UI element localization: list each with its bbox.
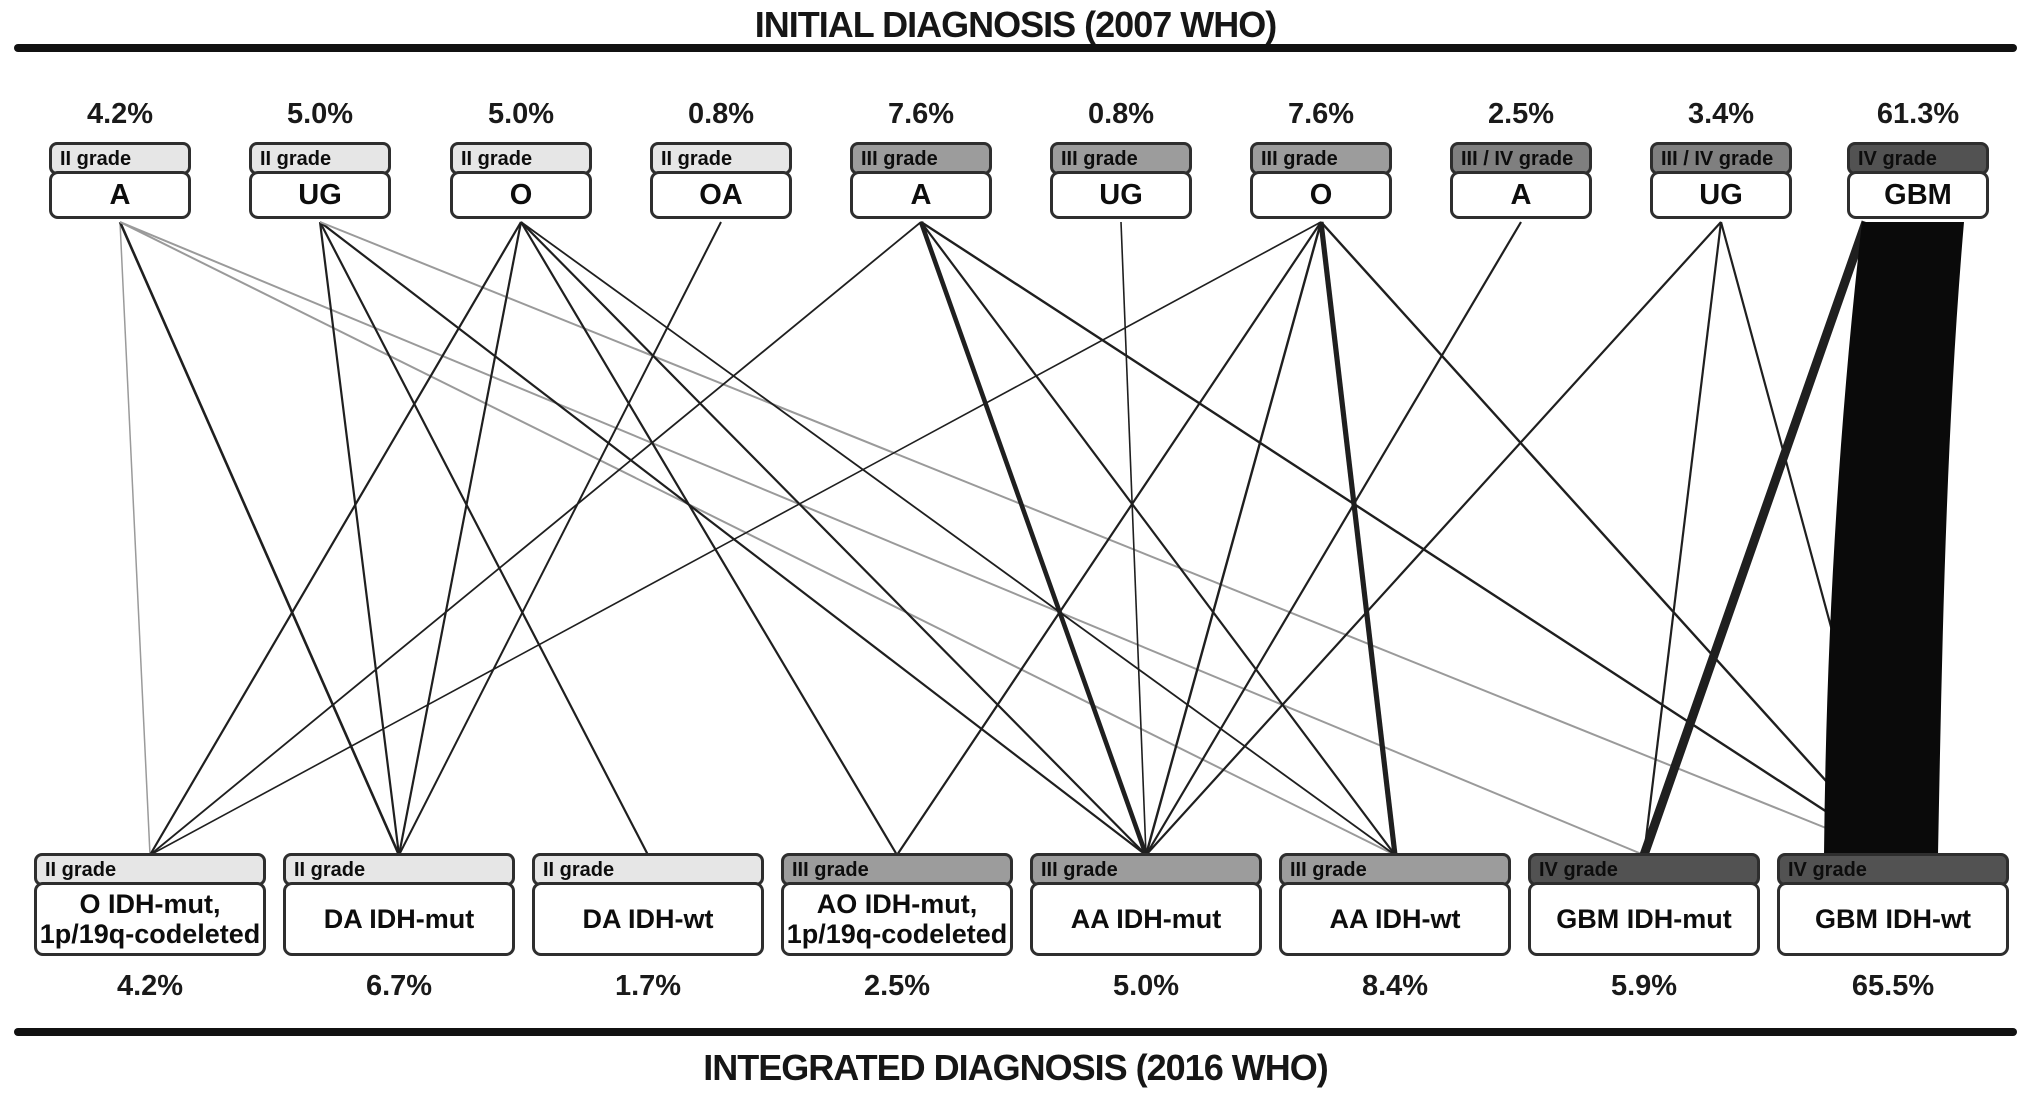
flow-line-7 xyxy=(319,221,1894,856)
bottom-axis-title: INTEGRATED DIAGNOSIS (2016 WHO) xyxy=(703,1047,1328,1088)
flow-line-12 xyxy=(520,221,1396,856)
flow-line-0 xyxy=(119,221,151,856)
flow-line-13 xyxy=(398,221,722,856)
flow-line-19 xyxy=(149,221,1322,856)
flow-line-11 xyxy=(520,221,1147,856)
flow-line-16 xyxy=(920,221,1396,856)
flow-line-15 xyxy=(918,221,1149,856)
bottom-divider-rule xyxy=(14,1028,2017,1036)
flow-line-18 xyxy=(1120,221,1147,856)
flow-line-9 xyxy=(397,221,523,856)
flow-line-5 xyxy=(319,221,649,856)
flow-line-3 xyxy=(119,221,1645,856)
flow-line-24 xyxy=(1145,221,1522,856)
flow-line-14 xyxy=(149,221,922,856)
top-axis-title: INITIAL DIAGNOSIS (2007 WHO) xyxy=(754,4,1277,45)
flow-line-28 xyxy=(1639,220,1871,857)
flow-line-4 xyxy=(318,221,401,856)
flow-line-25 xyxy=(1145,221,1722,856)
flow-line-23 xyxy=(1320,221,1894,856)
flow-line-2 xyxy=(119,221,1396,856)
flow-line-26 xyxy=(1642,221,1723,856)
flow-line-20 xyxy=(896,221,1322,856)
flow-line-21 xyxy=(1144,221,1323,856)
flow-line-1 xyxy=(118,221,401,856)
flow-line-6 xyxy=(319,221,1147,856)
flow-line-10 xyxy=(520,221,898,856)
top-divider-rule xyxy=(14,44,2017,52)
gbm-flow-band xyxy=(1824,222,1964,855)
flow-line-22 xyxy=(1318,221,1398,856)
flow-line-8 xyxy=(149,221,522,856)
flow-line-17 xyxy=(920,220,1894,857)
